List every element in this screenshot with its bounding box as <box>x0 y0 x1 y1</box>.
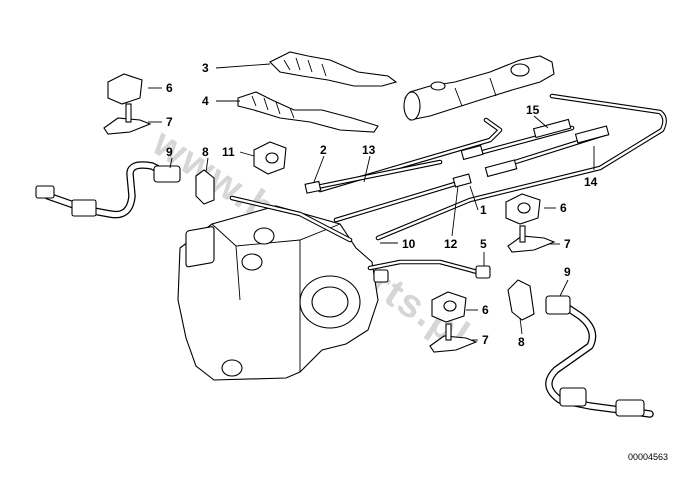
callout-9: 9 <box>166 145 173 159</box>
leader-lines <box>148 63 595 341</box>
pan-head-bolt-7-mid[interactable] <box>507 225 556 253</box>
pipe-clip-6-mid[interactable] <box>505 193 541 225</box>
brake-pipe-15[interactable] <box>460 118 575 161</box>
callout-7: 7 <box>564 237 571 251</box>
callout-4: 4 <box>202 94 209 108</box>
callout-11: 11 <box>222 145 235 159</box>
callout-13: 13 <box>362 143 376 157</box>
brake-pipe-12[interactable] <box>333 173 472 223</box>
pipe-clip-11[interactable] <box>253 141 287 175</box>
pan-head-bolt-7-low[interactable] <box>429 323 478 353</box>
pipe-holder-3[interactable] <box>269 51 398 87</box>
callout-14: 14 <box>584 175 598 189</box>
hydraulic-unit[interactable] <box>177 205 379 381</box>
callout-9: 9 <box>564 265 571 279</box>
brake-pipe-2[interactable] <box>304 159 443 194</box>
callout-6: 6 <box>482 303 489 317</box>
callout-6: 6 <box>560 201 567 215</box>
callout-12: 12 <box>444 237 458 251</box>
callout-6: 6 <box>166 81 173 95</box>
bracket-8-top[interactable] <box>195 169 215 205</box>
callout-1: 1 <box>480 203 487 217</box>
callout-8: 8 <box>518 335 525 349</box>
pipe-holder-4[interactable] <box>237 91 379 133</box>
callout-5: 5 <box>480 237 487 251</box>
brake-pipe-1[interactable] <box>484 125 610 178</box>
pan-head-bolt-7-top[interactable] <box>103 103 152 135</box>
brake-pipe-14[interactable] <box>375 93 667 241</box>
bracket-8-right[interactable] <box>507 279 535 321</box>
brake-pipe-5[interactable] <box>367 259 491 283</box>
callout-15: 15 <box>526 103 540 117</box>
callout-7: 7 <box>166 115 173 129</box>
callout-3: 3 <box>202 61 209 75</box>
pipe-clip-6-low[interactable] <box>431 291 467 323</box>
callout-10: 10 <box>402 237 416 251</box>
callout-7: 7 <box>482 333 489 347</box>
brake-hose-9-left[interactable] <box>35 161 181 219</box>
master-cylinder[interactable] <box>403 55 555 121</box>
document-number: 00004563 <box>628 452 668 462</box>
callout-2: 2 <box>320 143 327 157</box>
pipe-clip-6-top[interactable] <box>107 73 143 105</box>
callout-8: 8 <box>202 145 209 159</box>
brake-hose-9-right[interactable] <box>545 295 654 418</box>
brake-pipe-10[interactable] <box>229 195 353 243</box>
brake-pipe-13[interactable] <box>317 117 503 193</box>
